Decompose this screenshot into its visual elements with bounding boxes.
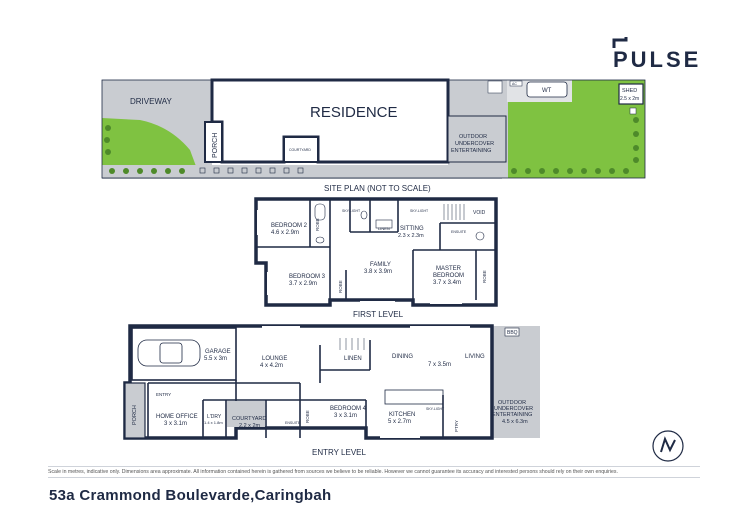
site-plan-caption: SITE PLAN (NOT TO SCALE)	[324, 184, 431, 193]
entry-courtyard-size: 2.2 x 2m	[239, 423, 261, 429]
first-level-plan: BEDROOM 2 4.6 x 2.9m BEDROOM 3 3.7 x 2.9…	[254, 197, 498, 319]
footer-rule-bottom	[48, 477, 700, 478]
kitchen-size: 5 x 2.7m	[388, 419, 411, 425]
sitting-size: 2.3 x 2.3m	[398, 233, 424, 239]
shed-label: SHED	[622, 88, 637, 94]
ensuite-label: ENSUITE	[451, 230, 467, 234]
bedroom2-size: 4.6 x 2.9m	[271, 230, 299, 236]
ac-label: AC	[512, 82, 517, 86]
entry-outdoor-line3: ENTERTAINING	[492, 412, 532, 418]
entry-courtyard	[227, 401, 265, 427]
entry-skylight-label: SKY-LIGHT	[426, 407, 445, 411]
car-icon	[137, 339, 201, 367]
sitting-label: SITTING	[400, 226, 424, 232]
entry-level-plan: GARAGE 5.5 x 3m LOUNGE 4 x 4.2m LINEN DI…	[123, 324, 540, 457]
garage-size: 5.5 x 3m	[204, 356, 227, 362]
entry-level-caption: ENTRY LEVEL	[312, 448, 367, 457]
brand-logo	[612, 36, 702, 70]
kitchen-label: KITCHEN	[389, 412, 415, 418]
family-label: FAMILY	[370, 262, 391, 268]
garage-label: GARAGE	[205, 349, 231, 355]
site-outdoor-line1: OUTDOOR	[459, 134, 487, 140]
living-label: LIVING	[465, 354, 485, 360]
skylight-label-1: SKY-LIGHT	[342, 209, 361, 213]
bbq-label: BBQ	[507, 330, 518, 336]
site-plan: DRIVEWAY RESIDENCE PORCH COURTYARD OUTDO…	[101, 78, 646, 193]
entry-ensuite-label: ENSUITE	[285, 421, 301, 425]
robe-label-1: ROBE	[315, 218, 320, 231]
skylight-label-2: SKY-LIGHT	[410, 209, 429, 213]
dining-size: 7 x 3.5m	[428, 362, 451, 368]
first-level-caption: FIRST LEVEL	[353, 310, 404, 319]
disclaimer: Scale in metres, indicative only. Dimens…	[48, 469, 618, 475]
master-label-1: MASTER	[436, 266, 462, 272]
site-outdoor	[447, 115, 507, 163]
site-outdoor-line2: UNDERCOVER	[455, 141, 494, 147]
bedroom3-label: BEDROOM 3	[289, 274, 326, 280]
kitchen-island	[384, 389, 444, 405]
ldry-size: 1.4 x 1.8m	[204, 420, 223, 425]
home-office-label: HOME OFFICE	[156, 414, 198, 420]
robe-label-2: ROBE	[338, 280, 343, 293]
master-size: 3.7 x 3.4m	[433, 280, 461, 286]
shed	[618, 83, 644, 105]
entry-porch-label: PORCH	[132, 405, 138, 425]
bedroom4-size: 3 x 3.1m	[334, 413, 357, 419]
pulse-logo-icon	[612, 37, 628, 48]
shed-size: 2.5 x 2m	[620, 96, 639, 102]
master-label-2: BEDROOM	[433, 273, 464, 279]
entry-outdoor-paving	[492, 326, 540, 438]
brand-name: PULSE	[613, 47, 702, 72]
site-courtyard	[283, 136, 319, 163]
north-compass-icon	[652, 430, 684, 462]
void-label: VOID	[473, 210, 486, 216]
entry-label: ENTRY	[156, 392, 171, 397]
residence-label: RESIDENCE	[310, 104, 398, 121]
entry-porch	[124, 382, 146, 439]
wt-label: WT	[542, 88, 552, 94]
entry-robe-label: ROBE	[305, 410, 310, 423]
front-lawn	[102, 118, 200, 177]
dining-label: DINING	[392, 354, 413, 360]
entry-linen-label: LINEN	[344, 356, 362, 362]
ldry-label: L'DRY	[207, 414, 222, 420]
bedroom3-size: 3.7 x 2.9m	[289, 281, 317, 287]
robe-label-3: ROBE	[482, 270, 487, 283]
entry-outdoor-line1: OUTDOOR	[498, 400, 526, 406]
garage	[131, 327, 237, 381]
water-tank	[526, 81, 568, 98]
property-address: 53a Crammond Boulevarde,Caringbah	[49, 487, 332, 504]
entry-outdoor-line2: UNDERCOVER	[494, 406, 533, 412]
entry-courtyard-label: COURTYARD	[232, 416, 266, 422]
site-courtyard-label: COURTYARD	[289, 148, 311, 152]
lounge-size: 4 x 4.2m	[260, 363, 283, 369]
footer-rule-top	[48, 466, 700, 467]
home-office-size: 3 x 3.1m	[164, 421, 187, 427]
bedroom4-label: BEDROOM 4	[330, 406, 367, 412]
driveway-label: DRIVEWAY	[130, 97, 172, 106]
site-outdoor-line3: ENTERTAINING	[451, 148, 491, 154]
site-porch	[204, 121, 223, 163]
family-size: 3.8 x 3.9m	[364, 269, 392, 275]
pantry-label: PTRY	[454, 420, 459, 432]
site-porch-label: PORCH	[212, 133, 219, 158]
lounge-label: LOUNGE	[262, 356, 287, 362]
entry-outdoor-size: 4.5 x 6.3m	[502, 419, 528, 425]
linen-label: LINEN	[378, 226, 390, 231]
bedroom2-label: BEDROOM 2	[271, 223, 308, 229]
